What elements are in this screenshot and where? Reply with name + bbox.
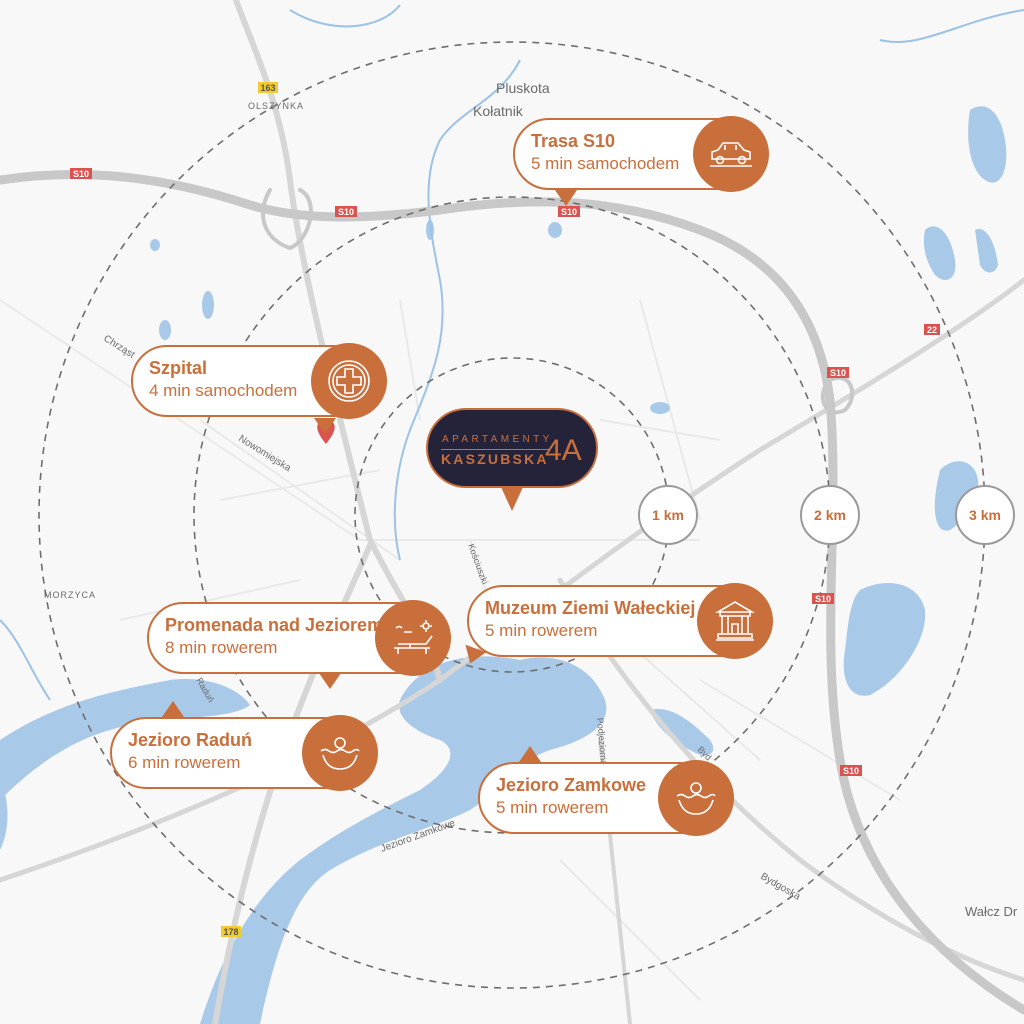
callout-pointer	[555, 190, 577, 206]
label-morzyca: MORZYCA	[44, 590, 96, 600]
beach-lounger-icon	[375, 600, 451, 676]
label-pluskota: Pluskota	[496, 80, 550, 96]
callout-promenada[interactable]: Promenada nad Jeziorem 8 min rowerem	[147, 600, 451, 676]
svg-text:S10: S10	[73, 169, 89, 179]
badge-s10: S10	[70, 168, 92, 179]
callout-title: Promenada nad Jeziorem	[165, 615, 384, 635]
car-icon	[693, 116, 769, 192]
callout-jezioro-radun[interactable]: Jezioro Raduń 6 min rowerem	[110, 715, 378, 791]
callout-pointer	[519, 746, 541, 762]
badge-s10: S10	[812, 593, 834, 604]
callout-subtitle: 5 min rowerem	[485, 621, 598, 640]
lake-icon	[658, 760, 734, 836]
callout-trasa-s10[interactable]: Trasa S10 5 min samochodem	[513, 116, 769, 192]
svg-text:178: 178	[223, 927, 238, 937]
callout-pointer	[319, 673, 341, 689]
logo-number: 4A	[545, 434, 582, 467]
callout-subtitle: 8 min rowerem	[165, 638, 278, 657]
label-bydgoska: Bydgoska	[759, 871, 803, 903]
badge-s10: S10	[840, 765, 862, 776]
svg-text:S10: S10	[815, 594, 831, 604]
callout-subtitle: 4 min samochodem	[149, 381, 298, 400]
svg-text:S10: S10	[843, 766, 859, 776]
distance-label-1km: 1 km	[638, 485, 698, 545]
callout-title: Trasa S10	[531, 131, 616, 151]
badge-178: 178	[221, 926, 241, 937]
distance-label-2km: 2 km	[800, 485, 860, 545]
callout-subtitle: 5 min rowerem	[496, 798, 609, 817]
callout-szpital[interactable]: Szpital 4 min samochodem	[131, 343, 387, 419]
label-kosciuszki: Kościuszki	[466, 542, 490, 585]
property-logo-marker[interactable]: APARTAMENTY KASZUBSKA 4A	[426, 408, 598, 488]
badge-163: 163	[258, 82, 278, 93]
svg-text:S10: S10	[561, 207, 577, 217]
svg-text:22: 22	[927, 325, 937, 335]
logo-pointer	[501, 487, 523, 511]
lake-icon	[302, 715, 378, 791]
logo-line2: KASZUBSKA	[441, 449, 549, 467]
museum-icon	[697, 583, 773, 659]
callout-muzeum[interactable]: Muzeum Ziemi Wałeckiej 5 min rowerem	[467, 583, 773, 659]
svg-text:163: 163	[260, 83, 275, 93]
hospital-cross-icon	[311, 343, 387, 419]
callout-jezioro-zamkowe[interactable]: Jezioro Zamkowe 5 min rowerem	[478, 760, 734, 836]
badge-s10: S10	[558, 206, 580, 217]
rivers	[0, 4, 1024, 701]
label-walcz: Wałcz Dr	[965, 904, 1018, 919]
svg-text:S10: S10	[338, 207, 354, 217]
callout-title: Jezioro Zamkowe	[496, 775, 647, 795]
callout-subtitle: 6 min rowerem	[128, 753, 241, 772]
label-nowomiejska: Nowomiejska	[236, 433, 293, 474]
callout-pointer	[162, 701, 184, 717]
callout-title: Muzeum Ziemi Wałeckiej	[485, 598, 696, 618]
minor-streets	[0, 299, 901, 1001]
badge-s10: S10	[335, 206, 357, 217]
callout-subtitle: 5 min samochodem	[531, 154, 680, 173]
road-badges: S10 S10 S10 S10 S10 S10 22 163 178	[70, 82, 940, 937]
distance-label-3km: 3 km	[955, 485, 1015, 545]
logo-line1: APARTAMENTY	[442, 434, 553, 445]
callout-pointer	[314, 418, 336, 434]
label-podjeziorna: Podjeziorna	[595, 717, 609, 765]
callout-title: Jezioro Raduń	[128, 730, 253, 750]
callout-title: Szpital	[149, 358, 208, 378]
svg-text:S10: S10	[830, 368, 846, 378]
label-olszynka: OLSZYNKA	[248, 101, 304, 111]
badge-22: 22	[924, 324, 940, 335]
label-chrzast: Chrząst	[101, 333, 136, 361]
badge-s10: S10	[827, 367, 849, 378]
label-kolatnik: Kołatnik	[473, 103, 524, 119]
water-bodies	[0, 106, 1007, 1024]
